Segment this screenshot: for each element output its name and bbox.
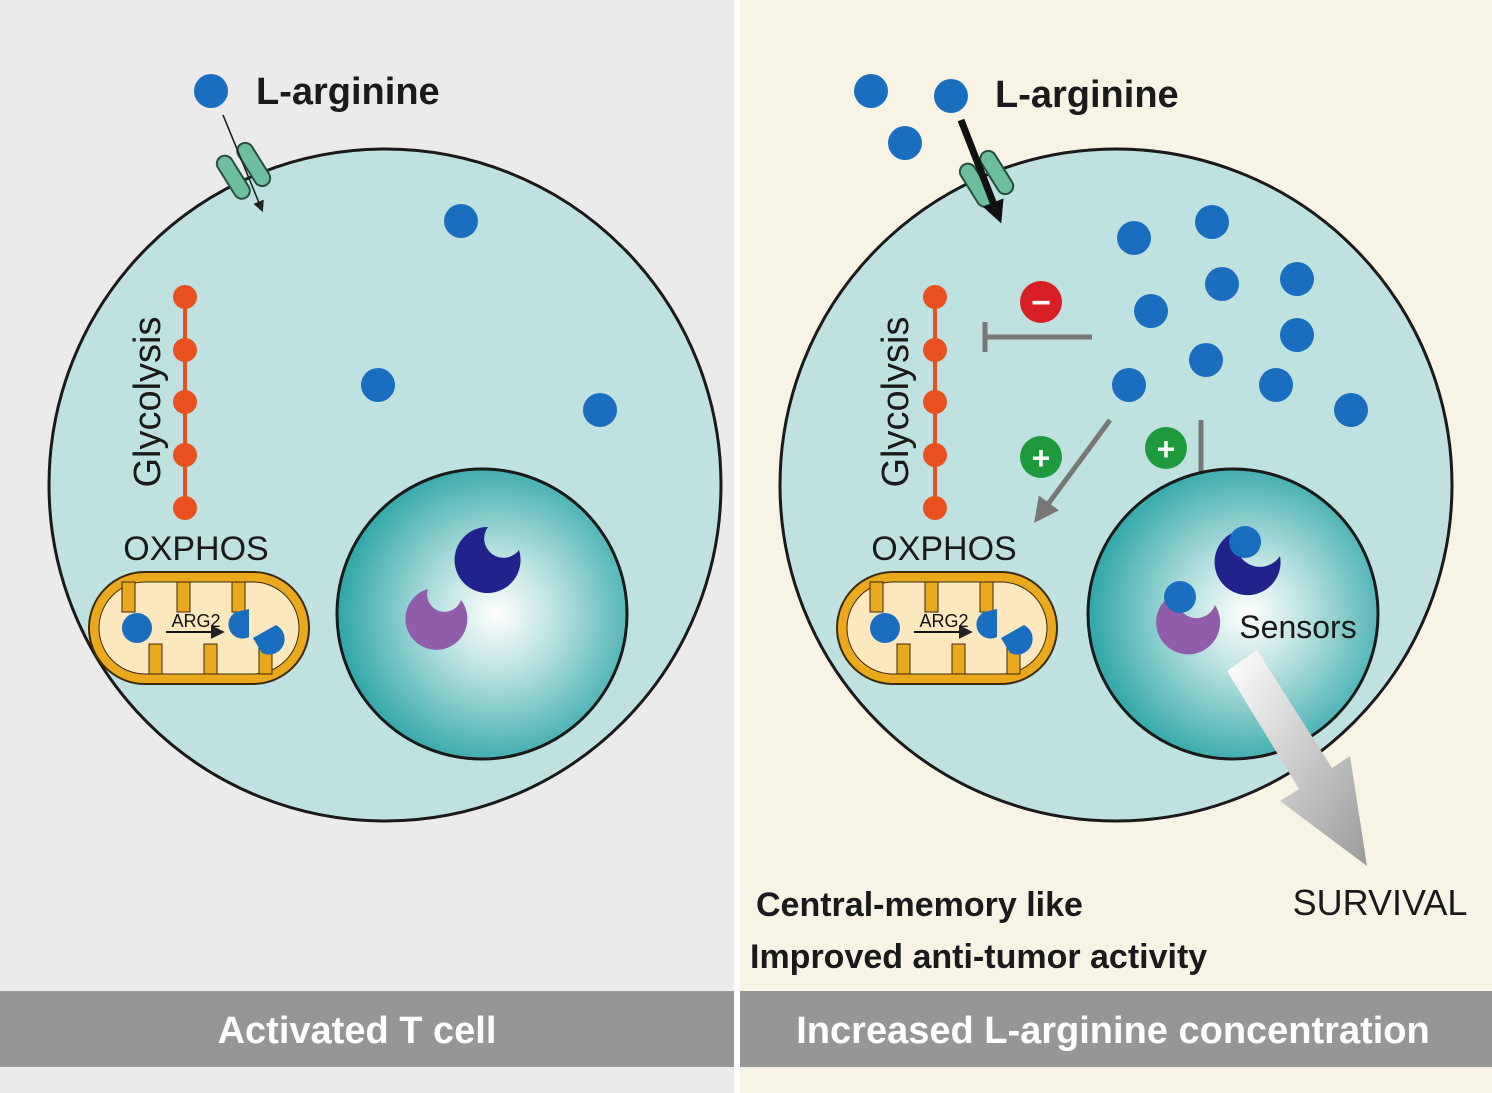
- sensors-label: Sensors: [1239, 609, 1356, 645]
- nucleus: [1086, 467, 1380, 761]
- mitochondrion: ARG2: [88, 571, 310, 685]
- arginine-molecule: [854, 74, 888, 108]
- arginine-fragment: [228, 609, 249, 639]
- left-caption: Activated T cell: [218, 1010, 497, 1052]
- inhibit-badge: −: [1020, 281, 1062, 323]
- oxphos-label: OXPHOS: [123, 530, 268, 568]
- arginine-molecule: [583, 393, 617, 427]
- arg2-label: ARG2: [171, 611, 220, 631]
- uptake-arrow-bold: [957, 118, 1004, 224]
- arginine-fragment: [1001, 625, 1033, 655]
- arginine-molecule: [870, 613, 900, 643]
- right-caption: Increased L-arginine concentration: [796, 1010, 1429, 1052]
- right-caption-bar: [740, 991, 1492, 1067]
- nuclear-sensor-icon: [454, 526, 521, 593]
- bound-arginine: [1164, 581, 1196, 613]
- uptake-arrow: [222, 114, 264, 213]
- arginine-fragment: [253, 625, 285, 655]
- promote-symbol: +: [1032, 440, 1051, 476]
- glycolysis-pathway: [923, 285, 947, 520]
- survival-arrow: [1227, 650, 1367, 866]
- right-panel: Increased L-arginine concentration L-arg…: [740, 0, 1492, 1093]
- survival-label: SURVIVAL: [1293, 882, 1468, 923]
- nucleus: [335, 467, 629, 761]
- l-arginine-label: L-arginine: [995, 74, 1179, 116]
- outcome-line-1: Central-memory like: [756, 886, 1083, 924]
- mitochondrion: ARG2: [836, 571, 1058, 685]
- outcome-line-2: Improved anti-tumor activity: [750, 938, 1207, 976]
- arg2-label: ARG2: [919, 611, 968, 631]
- arginine-molecule: [122, 613, 152, 643]
- arginine-molecule: [194, 74, 228, 108]
- promote-oxphos-arrow: [1034, 418, 1113, 524]
- left-panel: Activated T cell L-arginine Glycolysis O…: [0, 0, 736, 1093]
- arginine-molecule: [361, 368, 395, 402]
- arginine-pool: [1112, 205, 1368, 427]
- bound-arginine: [1229, 526, 1261, 558]
- arginine-molecule: [444, 204, 478, 238]
- inhibit-symbol: −: [1031, 284, 1051, 322]
- glycolysis-label: Glycolysis: [127, 316, 169, 487]
- glycolysis-label: Glycolysis: [875, 316, 917, 487]
- transporter-icon: [215, 141, 272, 200]
- glycolysis-pathway: [173, 285, 197, 520]
- left-caption-bar: [0, 991, 734, 1067]
- arginine-molecule: [888, 126, 922, 160]
- oxphos-label: OXPHOS: [871, 530, 1016, 568]
- panel-divider: [734, 0, 740, 1093]
- transporter-icon: [958, 149, 1015, 208]
- promote-badge: +: [1145, 427, 1187, 469]
- l-arginine-label: L-arginine: [256, 71, 440, 113]
- arginine-molecule: [934, 79, 968, 113]
- promote-badge: +: [1020, 436, 1062, 478]
- nuclear-sensor-icon: [405, 589, 468, 650]
- arginine-fragment: [976, 609, 997, 639]
- promote-symbol: +: [1157, 431, 1176, 467]
